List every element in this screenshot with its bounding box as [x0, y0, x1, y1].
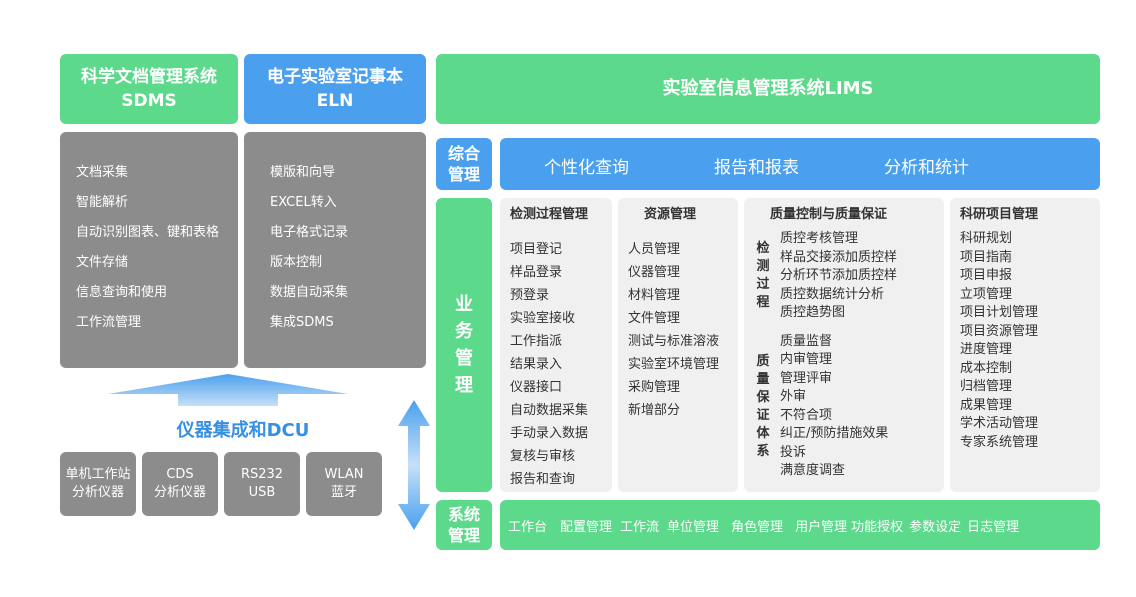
list-item: 文件管理: [628, 311, 681, 326]
list-item: 项目资源管理: [960, 323, 1039, 339]
comprehensive-label: 综合 管理: [436, 138, 492, 190]
system-item: 角色管理: [731, 519, 784, 535]
list-item: 实验室接收: [510, 311, 576, 326]
list-item: 报告和查询: [510, 472, 576, 487]
list-item: 电子格式记录: [270, 225, 349, 240]
list-item: 采购管理: [628, 380, 681, 395]
list-item: 外审: [780, 389, 807, 404]
list-item: 新增部分: [628, 403, 681, 418]
system-item: 单位管理: [667, 519, 720, 535]
business-label: 业 务 管 理: [436, 198, 492, 492]
list-item: 文档采集: [76, 165, 129, 180]
list-item: 模版和向导: [270, 165, 336, 180]
list-item: 满意度调查: [780, 463, 846, 478]
list-item: 科研规划: [960, 231, 1013, 246]
eln-title-cn: 电子实验室记事本: [267, 67, 403, 87]
list-item: 测试与标准溶液: [628, 334, 720, 349]
comprehensive-bar: 个性化查询 报告和报表 分析和统计: [500, 138, 1100, 190]
device-workstation: 单机工作站 分析仪器: [60, 452, 136, 516]
list-item: 自动识别图表、键和表格: [76, 225, 220, 240]
list-item: 结果录入: [510, 357, 563, 372]
sdms-title-en: SDMS: [121, 91, 177, 111]
panel-title: 资源管理: [644, 207, 697, 222]
system-label: 系统 管理: [436, 500, 492, 550]
sdms-header: 科学文档管理系统 SDMS: [60, 54, 238, 124]
list-item: 自动数据采集: [510, 403, 589, 418]
list-item: 投诉: [780, 444, 807, 460]
comprehensive-item-report: 报告和报表: [714, 158, 799, 178]
list-item: 样品交接添加质控样: [780, 249, 898, 265]
comprehensive-item-query: 个性化查询: [544, 158, 629, 178]
panel-title: 检测过程管理: [510, 207, 589, 222]
system-bar: 工作台 配置管理 工作流 单位管理 角色管理 用户管理 功能授权 参数设定 日志…: [500, 500, 1100, 550]
device-rs232: RS232 USB: [224, 452, 300, 516]
list-item: 质控考核管理: [780, 231, 859, 246]
list-item: 仪器接口: [510, 380, 563, 395]
eln-title-en: ELN: [316, 91, 354, 111]
device-wlan: WLAN 蓝牙: [306, 452, 382, 516]
list-item: 成果管理: [960, 397, 1013, 413]
list-item: 质量监督: [780, 333, 833, 349]
list-item: 内审管理: [780, 352, 833, 367]
testing-process-panel: 检测过程管理 项目登记 样品登录 预登录 实验室接收 工作指派 结果录入 仪器接…: [500, 198, 612, 492]
list-item: 归档管理: [960, 379, 1013, 394]
up-arrow-icon: [108, 374, 348, 406]
list-item: 管理评审: [780, 370, 833, 386]
list-item: 成本控制: [960, 360, 1013, 376]
list-item: 人员管理: [628, 242, 681, 257]
list-item: 纠正/预防措施效果: [780, 426, 889, 441]
list-item: 数据自动采集: [270, 285, 349, 300]
list-item: 版本控制: [270, 255, 323, 270]
list-item: 智能解析: [76, 195, 129, 210]
comprehensive-item-analysis: 分析和统计: [884, 158, 969, 178]
list-item: 工作流管理: [76, 315, 142, 330]
list-item: 进度管理: [960, 342, 1013, 357]
system-item: 工作流: [620, 519, 660, 535]
double-arrow-icon: [398, 400, 430, 530]
list-item: 项目计划管理: [960, 305, 1039, 320]
system-item: 功能授权: [851, 519, 904, 535]
dcu-label: 仪器集成和DCU: [176, 420, 310, 441]
panel-title: 科研项目管理: [960, 207, 1039, 222]
list-item: 手动录入数据: [510, 426, 589, 441]
list-item: 文件存储: [76, 255, 129, 270]
list-item: 材料管理: [628, 288, 681, 303]
list-item: 专家系统管理: [960, 434, 1039, 450]
device-cds: CDS 分析仪器: [142, 452, 218, 516]
list-item: 仪器管理: [628, 265, 681, 280]
list-item: 项目登记: [510, 242, 563, 257]
list-item: 复核与审核: [510, 449, 576, 464]
list-item: 信息查询和使用: [76, 285, 168, 300]
list-item: 实验室环境管理: [628, 357, 720, 372]
system-item: 工作台: [508, 519, 548, 535]
list-item: EXCEL转入: [270, 195, 337, 210]
panel-title: 质量控制与质量保证: [770, 207, 888, 222]
eln-feature-list: 模版和向导 EXCEL转入 电子格式记录 版本控制 数据自动采集 集成SDMS: [244, 132, 426, 368]
system-item: 日志管理: [967, 519, 1020, 535]
sdms-feature-list: 文档采集 智能解析 自动识别图表、键和表格 文件存储 信息查询和使用 工作流管理: [60, 132, 238, 368]
resource-panel: 资源管理 人员管理 仪器管理 材料管理 文件管理 测试与标准溶液 实验室环境管理…: [618, 198, 738, 492]
list-item: 不符合项: [780, 407, 833, 423]
list-item: 质控数据统计分析: [780, 286, 885, 302]
list-item: 集成SDMS: [270, 315, 334, 330]
list-item: 样品登录: [510, 265, 563, 280]
system-item: 参数设定: [909, 519, 962, 535]
sdms-title-cn: 科学文档管理系统: [81, 67, 217, 87]
list-item: 项目指南: [960, 249, 1013, 265]
list-item: 分析环节添加质控样: [780, 268, 898, 283]
list-item: 学术活动管理: [960, 416, 1039, 431]
list-item: 预登录: [510, 288, 550, 303]
lims-header: 实验室信息管理系统LIMS: [436, 54, 1100, 124]
quality-panel: 质量控制与质量保证 检 测 过 程 质控考核管理 样品交接添加质控样 分析环节添…: [744, 198, 944, 492]
list-item: 工作指派: [510, 334, 563, 349]
system-item: 用户管理: [795, 519, 848, 535]
list-item: 项目申报: [960, 268, 1013, 283]
eln-header: 电子实验室记事本 ELN: [244, 54, 426, 124]
list-item: 立项管理: [960, 286, 1013, 302]
list-item: 质控趋势图: [780, 305, 846, 320]
research-panel: 科研项目管理 科研规划 项目指南 项目申报 立项管理 项目计划管理 项目资源管理…: [950, 198, 1100, 492]
system-item: 配置管理: [560, 519, 613, 535]
lims-title: 实验室信息管理系统LIMS: [662, 78, 874, 99]
